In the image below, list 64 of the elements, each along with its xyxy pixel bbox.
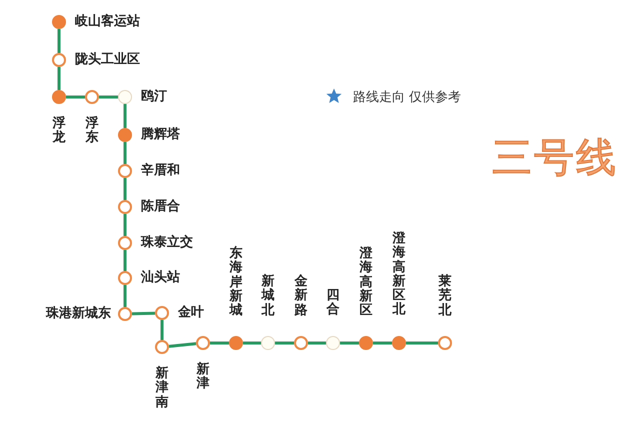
metro-line	[99, 96, 118, 98]
station-name: 新城北	[262, 275, 274, 318]
station-name: 浮龙	[52, 117, 66, 146]
station-circle	[155, 340, 169, 354]
station-circle	[196, 336, 210, 350]
station-name: 陈厝合	[141, 200, 180, 214]
station-name: 四合	[326, 289, 340, 318]
station-circle	[359, 336, 373, 350]
station-name: 陇头工业区	[75, 53, 140, 68]
metro-line	[124, 250, 126, 271]
metro-line	[340, 342, 359, 344]
station-name: 新津南	[156, 367, 168, 410]
station-circle	[52, 15, 66, 29]
metro-line	[124, 104, 126, 128]
metro-line	[124, 214, 126, 236]
station-circle	[438, 336, 452, 350]
station-name: 澄海高新区北	[392, 232, 406, 318]
station-circle	[294, 336, 308, 350]
metro-line	[132, 312, 156, 316]
station-name: 辛厝和	[141, 164, 180, 178]
station-name: 浮东	[86, 117, 98, 146]
line-title: 三号线	[492, 134, 618, 183]
metro-line	[243, 342, 261, 344]
station-circle	[85, 90, 99, 104]
station-name: 东海岸新城	[230, 247, 242, 318]
metro-line	[124, 285, 126, 307]
station-name: 莱芜北	[438, 275, 452, 318]
station-circle	[155, 306, 169, 320]
station-name: 澄海高新区	[360, 247, 372, 318]
legend-text: 路线走向 仅供参考	[353, 89, 462, 106]
station-circle	[118, 200, 132, 214]
station-name: 新津	[196, 363, 210, 392]
station-circle	[392, 336, 406, 350]
station-name: 岐山客运站	[75, 15, 140, 30]
station-circle	[261, 336, 275, 350]
station-name: 汕头站	[141, 271, 180, 286]
metro-line	[406, 342, 438, 344]
station-circle	[118, 307, 132, 321]
station-circle	[229, 336, 243, 350]
metro-line	[124, 178, 126, 200]
station-circle	[118, 236, 132, 250]
station-name: 珠泰立交	[141, 236, 193, 250]
metro-line	[160, 320, 164, 340]
station-circle	[118, 90, 132, 104]
station-circle	[118, 164, 132, 178]
station-circle	[326, 336, 340, 350]
station-name: 金新路	[294, 275, 308, 318]
station-circle	[118, 271, 132, 285]
station-name: 珠港新城东	[46, 307, 111, 322]
station-name: 腾辉塔	[141, 128, 180, 142]
station-circle	[52, 53, 66, 67]
metro-line	[66, 96, 85, 98]
metro-line	[275, 342, 294, 344]
metro-line	[58, 29, 60, 53]
metro-line	[373, 342, 392, 344]
metro-line	[124, 142, 126, 164]
station-name: 金叶	[178, 306, 204, 320]
station-circle	[118, 128, 132, 142]
station-name: 鸥汀	[141, 90, 167, 104]
station-circle	[52, 90, 66, 104]
metro-line	[210, 342, 229, 344]
metro-line	[58, 67, 60, 90]
metro-line	[168, 342, 196, 348]
metro-line	[308, 342, 326, 344]
